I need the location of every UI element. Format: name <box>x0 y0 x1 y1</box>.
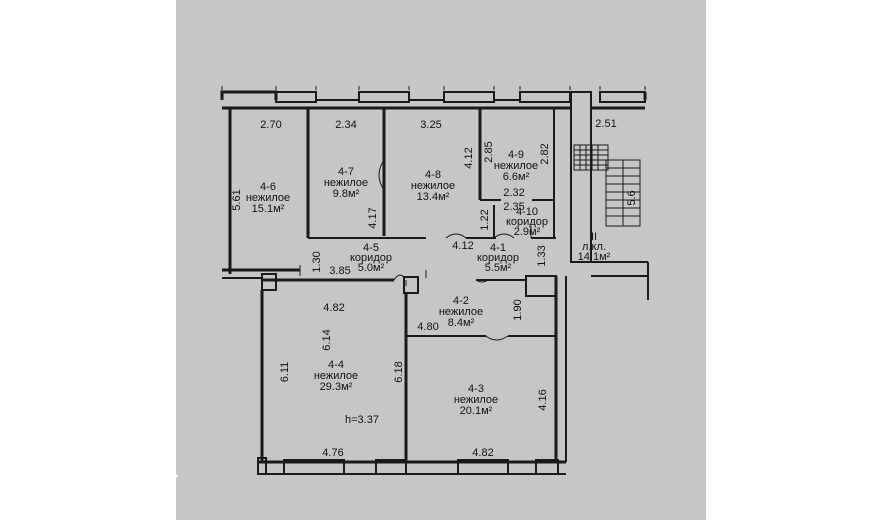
svg-text:4-7: 4-7 <box>338 166 354 178</box>
svg-text:коридор: коридор <box>506 216 548 228</box>
dim-label: 4.12 <box>463 147 475 168</box>
svg-text:нежилое: нежилое <box>411 180 455 192</box>
dim-label: 5.6 <box>626 190 638 205</box>
ceiling-height: h=3.37 <box>345 414 379 426</box>
dim-label: 5.61 <box>231 189 243 210</box>
dim-label: 2.82 <box>539 143 551 164</box>
dim-label: 2.85 <box>483 141 495 162</box>
floor-plan-sheet: 4-6 нежилое 15.1м² 4-7 нежилое 9.8м² 4-8… <box>176 0 706 520</box>
dim-label: 4.80 <box>417 321 438 333</box>
dim-label: 6.18 <box>393 361 405 382</box>
dim-label: 4.82 <box>472 447 493 459</box>
svg-text:4-3: 4-3 <box>468 383 484 395</box>
svg-text:4-1: 4-1 <box>490 242 506 254</box>
dim-label: 2.35 <box>503 201 524 213</box>
svg-text:9.8м²: 9.8м² <box>333 188 360 200</box>
watermark: НЕДВИЖИМОСТЬ REALTCITY.BY <box>30 462 190 492</box>
room-4-3-label: 4-3 нежилое 20.1м² <box>454 383 498 417</box>
svg-text:13.4м²: 13.4м² <box>417 191 450 203</box>
room-4-6-label: 4-6 нежилое 15.1м² <box>246 181 290 215</box>
svg-text:4-2: 4-2 <box>453 295 469 307</box>
dim-label: 1.90 <box>512 299 524 320</box>
svg-text:нежилое: нежилое <box>494 160 538 172</box>
room-4-7-label: 4-7 нежилое 9.8м² <box>324 166 368 200</box>
dim-label: 6.11 <box>279 362 291 383</box>
svg-text:5.0м²: 5.0м² <box>358 262 385 274</box>
svg-text:14.1м²: 14.1м² <box>578 251 611 263</box>
dim-label: 2.32 <box>503 187 524 199</box>
room-4-8-label: 4-8 нежилое 13.4м² <box>411 169 455 203</box>
walls <box>220 90 649 475</box>
dim-label: 1.33 <box>536 245 548 266</box>
watermark-faint: REALTCITY.BY <box>760 397 838 435</box>
dim-label: 1.22 <box>479 209 491 230</box>
watermark-faint: REALTCITY.BY <box>712 287 790 325</box>
room-4-2-label: 4-2 нежилое 8.4м² <box>439 295 483 329</box>
dim-label: 4.16 <box>537 389 549 410</box>
room-4-5-label: 4-5 коридор 5.0м² <box>350 242 392 274</box>
dim-label: 4.12 <box>452 240 473 252</box>
svg-text:4-10: 4-10 <box>516 206 538 218</box>
watermark-faint: REALTCITY.BY <box>808 369 886 407</box>
svg-text:коридор: коридор <box>350 252 392 264</box>
dim-label: 2.70 <box>260 119 281 131</box>
dim-label: 2.34 <box>335 119 356 131</box>
svg-text:6.6м²: 6.6м² <box>503 171 530 183</box>
svg-text:4-9: 4-9 <box>508 149 524 161</box>
dim-label: 4.76 <box>322 447 343 459</box>
window-marks <box>221 86 646 90</box>
watermark-title: REALTCITY.BY <box>56 471 180 490</box>
dim-label: 1.30 <box>311 251 323 272</box>
watermark-subtitle: НЕДВИЖИМОСТЬ <box>56 462 132 471</box>
svg-text:4-4: 4-4 <box>328 359 344 371</box>
svg-text:4-6: 4-6 <box>260 181 276 193</box>
dim-label: 4.17 <box>367 207 379 228</box>
room-4-10-label: 4-10 коридор 2.9м² <box>506 206 548 238</box>
dim-label: 4.82 <box>323 302 344 314</box>
svg-text:15.1м²: 15.1м² <box>252 203 285 215</box>
svg-text:нежилое: нежилое <box>314 370 358 382</box>
svg-text:нежилое: нежилое <box>324 177 368 189</box>
room-stairwell-label: II л.кл. 14.1м² <box>578 231 611 263</box>
svg-text:4-8: 4-8 <box>425 169 441 181</box>
room-4-4-label: 4-4 нежилое 29.3м² <box>314 359 358 393</box>
watermark-faint: REALTCITY.BY <box>808 307 886 345</box>
dim-label: 6.14 <box>321 329 333 350</box>
dim-label: 2.51 <box>595 118 616 130</box>
svg-text:29.3м²: 29.3м² <box>320 381 353 393</box>
svg-text:8.4м²: 8.4м² <box>448 317 475 329</box>
room-4-1-label: 4-1 коридор 5.5м² <box>477 242 519 274</box>
dim-label: 3.25 <box>420 119 441 131</box>
svg-text:нежилое: нежилое <box>439 306 483 318</box>
svg-text:нежилое: нежилое <box>246 192 290 204</box>
room-4-9-label: 4-9 нежилое 6.6м² <box>494 149 538 183</box>
svg-text:коридор: коридор <box>477 252 519 264</box>
svg-text:2.9м²: 2.9м² <box>514 226 541 238</box>
svg-text:5.5м²: 5.5м² <box>485 262 512 274</box>
svg-text:4-5: 4-5 <box>363 242 379 254</box>
svg-text:нежилое: нежилое <box>454 394 498 406</box>
svg-text:II: II <box>591 231 597 243</box>
floor-plan-drawing: 4-6 нежилое 15.1м² 4-7 нежилое 9.8м² 4-8… <box>220 86 649 475</box>
door-arcs <box>299 159 532 341</box>
svg-text:л.кл.: л.кл. <box>582 241 606 253</box>
svg-text:20.1м²: 20.1м² <box>460 405 493 417</box>
staircase <box>573 144 641 227</box>
realtcity-logo-icon <box>31 465 51 489</box>
dim-label: 3.85 <box>329 265 350 277</box>
